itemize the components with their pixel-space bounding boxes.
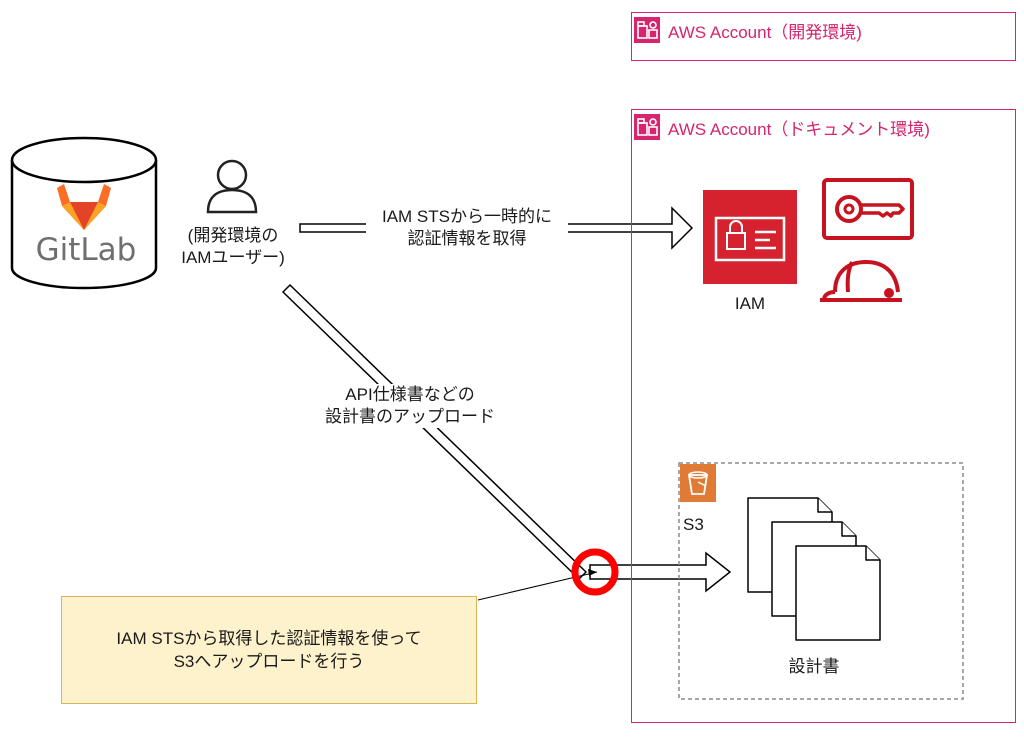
upload-arrow-label-line2: 設計書のアップロード bbox=[325, 407, 495, 426]
documents-label: 設計書 bbox=[788, 657, 840, 676]
gitlab-logo-icon bbox=[57, 184, 111, 230]
note-line2: S3へアップロードを行う bbox=[173, 652, 365, 671]
note-box: IAM STSから取得した認証情報を使って S3へアップロードを行う bbox=[61, 596, 477, 704]
iam-label: IAM bbox=[734, 294, 766, 313]
key-icon bbox=[822, 178, 914, 240]
aws-account-doc-box: AWS Account（ドキュメント環境) bbox=[631, 109, 1016, 723]
s3-group-box bbox=[678, 462, 964, 700]
note-pointer-head bbox=[588, 569, 597, 576]
iam-icon bbox=[703, 190, 797, 284]
user-icon bbox=[206, 159, 258, 214]
upload-arrow-diagonal bbox=[281, 283, 588, 581]
note-line1: IAM STSから取得した認証情報を使って bbox=[116, 629, 422, 648]
gitlab-logo-text: GitLab bbox=[35, 232, 137, 268]
upload-arrow-label-line1: API仕様書などの bbox=[345, 385, 475, 404]
user-label: (開発環境の IAMユーザー) bbox=[178, 225, 288, 269]
sts-arrow-label-line2: 認証情報を取得 bbox=[407, 229, 527, 248]
upload-arrow-label: API仕様書などの 設計書のアップロード bbox=[304, 384, 516, 428]
aws-account-icon bbox=[634, 17, 660, 43]
aws-account-dev-box: AWS Account（開発環境) bbox=[631, 12, 1016, 61]
user-label-line2: IAMユーザー) bbox=[181, 248, 285, 267]
aws-account-dev-title: AWS Account（開発環境) bbox=[668, 22, 862, 42]
gitlab-cylinder bbox=[10, 136, 158, 290]
aws-account-icon bbox=[634, 114, 660, 140]
sts-arrow-label: IAM STSから一時的に 認証情報を取得 bbox=[366, 206, 568, 250]
highlight-circle bbox=[571, 548, 619, 596]
user-label-line1: (開発環境の bbox=[187, 226, 279, 245]
s3-bucket-icon bbox=[680, 464, 716, 502]
hardhat-icon bbox=[820, 259, 902, 302]
sts-arrow-label-line1: IAM STSから一時的に bbox=[381, 207, 552, 226]
s3-label: S3 bbox=[683, 515, 704, 534]
upload-arrow-horizontal bbox=[589, 551, 732, 593]
aws-account-doc-title: AWS Account（ドキュメント環境) bbox=[668, 119, 930, 139]
document-icon bbox=[747, 497, 881, 641]
